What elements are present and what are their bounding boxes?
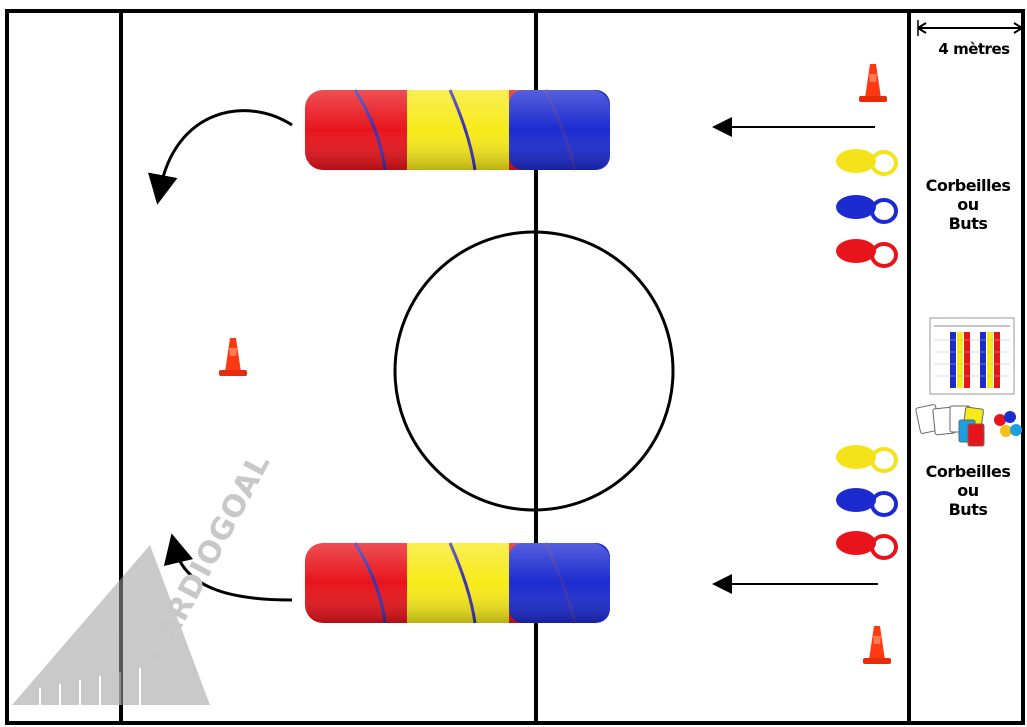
ring-toss-ring-icon [836, 195, 896, 222]
curved-arrow-icon [160, 111, 292, 190]
distance-label: 4 mètres [926, 40, 1022, 58]
number-cards-icon [916, 404, 984, 446]
distance-arrow-icon [918, 20, 1022, 36]
ring-toss-ring-icon [836, 445, 896, 471]
traffic-cone-icon [219, 338, 247, 376]
target-zone-label: Corbeilles ou Buts [912, 176, 1024, 233]
target-zone-label: Corbeilles ou Buts [912, 462, 1024, 519]
play-tunnel-icon [305, 90, 610, 170]
ring-toss-ring-icon [836, 531, 896, 558]
zone-line-3: Buts [912, 500, 1024, 519]
ring-toss-ring-icon [836, 149, 896, 174]
traffic-cone-icon [859, 64, 887, 102]
zone-line-3: Buts [912, 214, 1024, 233]
zone-line-2: ou [912, 481, 1024, 500]
balls-icon [994, 411, 1022, 437]
traffic-cone-icon [863, 626, 891, 664]
zone-line-1: Corbeilles [912, 176, 1024, 195]
score-sheet-icon [930, 318, 1014, 394]
zone-line-1: Corbeilles [912, 462, 1024, 481]
ring-toss-ring-icon [836, 488, 896, 515]
play-tunnel-icon [305, 543, 610, 623]
zone-line-2: ou [912, 195, 1024, 214]
ring-toss-ring-icon [836, 239, 896, 266]
